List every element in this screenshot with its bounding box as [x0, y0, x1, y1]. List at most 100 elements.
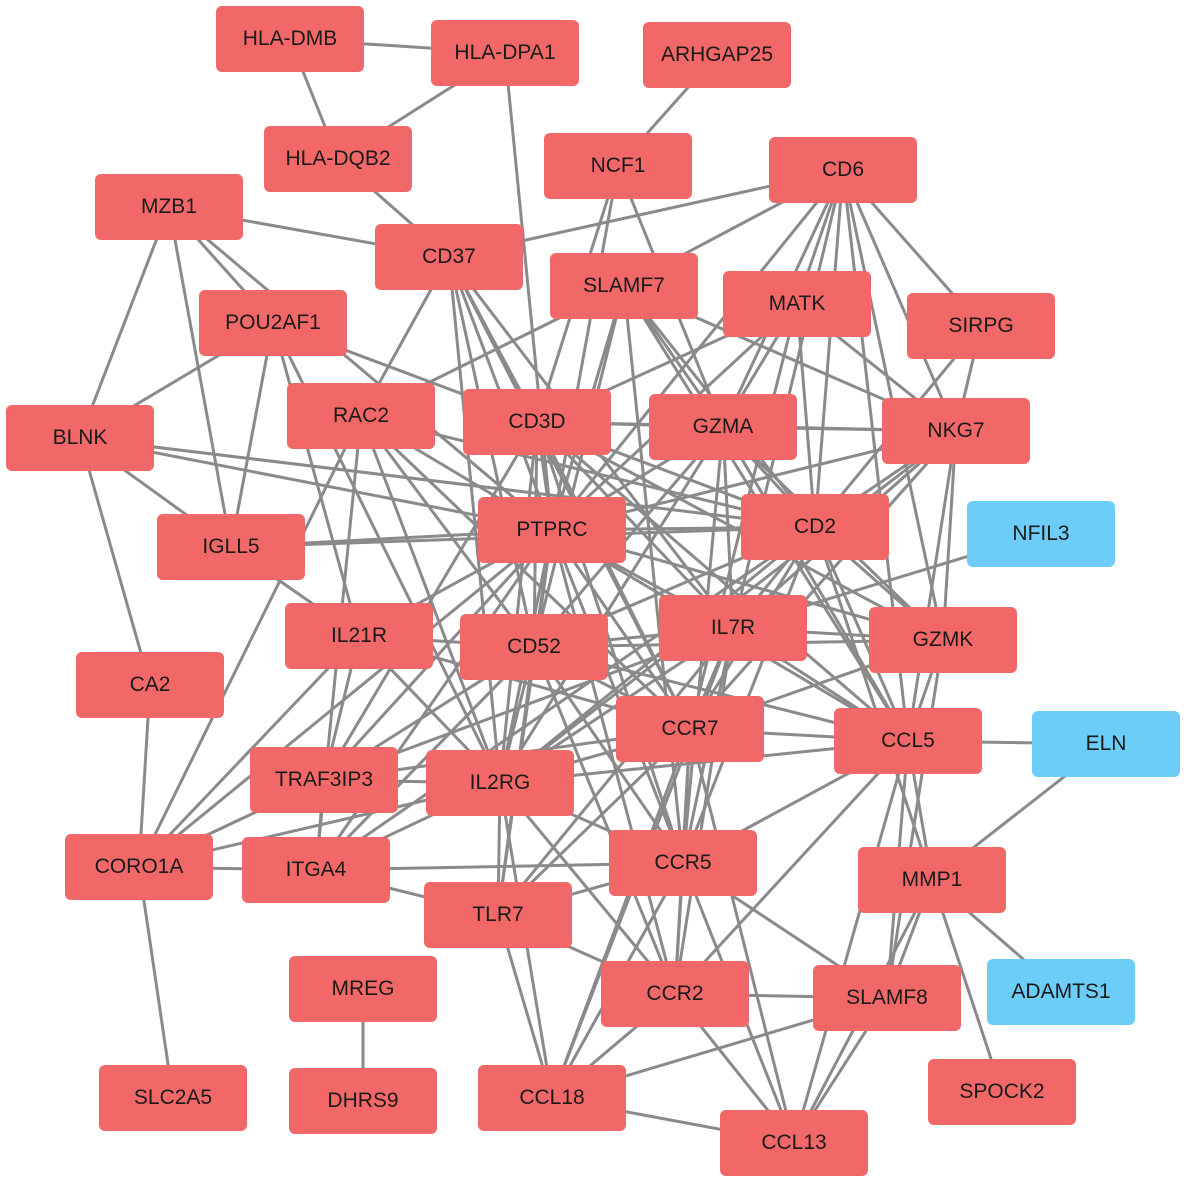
edge-cd6-cd2	[813, 169, 845, 528]
node-hla-dqb2[interactable]: HLA-DQB2	[264, 126, 412, 192]
node-label: HLA-DMB	[242, 27, 338, 50]
node-label: BLNK	[52, 426, 108, 449]
edge-coro1a-slc2a5	[137, 866, 175, 1099]
node-cd3d[interactable]: CD3D	[463, 389, 611, 455]
edge-il7r-ccr2	[673, 627, 735, 995]
node-cd2[interactable]: CD2	[741, 494, 889, 560]
node-ccl18[interactable]: CCL18	[478, 1065, 626, 1131]
node-label: ITGA4	[285, 858, 347, 881]
node-nkg7[interactable]: NKG7	[882, 398, 1030, 464]
node-matk[interactable]: MATK	[723, 271, 871, 337]
node-label: CD3D	[508, 410, 566, 433]
node-traf3ip3[interactable]: TRAF3IP3	[250, 747, 398, 813]
edge-mmp1-spock2	[930, 879, 1004, 1093]
node-sirpg[interactable]: SIRPG	[907, 293, 1055, 359]
node-label: NCF1	[590, 154, 646, 177]
edge-nkg7-ccr7	[688, 430, 958, 730]
node-il7r[interactable]: IL7R	[659, 595, 807, 661]
node-label: CCL5	[881, 729, 935, 752]
edge-cd52-ccr2	[532, 646, 677, 995]
node-label: TLR7	[472, 903, 524, 926]
edge-gzmk-slamf8	[885, 639, 945, 999]
node-label: CORO1A	[94, 855, 184, 878]
edge-mzb1-blnk	[78, 206, 171, 439]
node-gzmk[interactable]: GZMK	[869, 607, 1017, 673]
node-ccr2[interactable]: CCR2	[601, 961, 749, 1027]
node-ptprc[interactable]: PTPRC	[478, 497, 626, 563]
node-cd6[interactable]: CD6	[769, 137, 917, 203]
edge-cd37-il2rg	[447, 256, 502, 784]
node-slamf8[interactable]: SLAMF8	[813, 965, 961, 1031]
edge-mzb1-ptprc	[168, 205, 553, 532]
node-il2rg[interactable]: IL2RG	[426, 750, 574, 816]
node-label: GZMK	[912, 628, 974, 651]
edge-cd3d-ccl5	[536, 420, 909, 743]
edge-gzma-cd52	[532, 426, 725, 648]
node-hla-dmb[interactable]: HLA-DMB	[216, 6, 364, 72]
edge-blnk-ca2	[78, 437, 152, 686]
node-ccr5[interactable]: CCR5	[609, 830, 757, 896]
node-label: HLA-DQB2	[285, 147, 391, 170]
node-label: SIRPG	[948, 314, 1014, 337]
node-label: ELN	[1085, 732, 1127, 755]
edge-ptprc-ccr7	[550, 529, 692, 730]
node-label: SPOCK2	[959, 1080, 1045, 1103]
node-eln[interactable]: ELN	[1032, 711, 1180, 777]
node-coro1a[interactable]: CORO1A	[65, 834, 213, 900]
node-mzb1[interactable]: MZB1	[95, 174, 243, 240]
node-label: RAC2	[332, 404, 390, 427]
node-label: TRAF3IP3	[274, 768, 374, 791]
edge-nkg7-gzmk	[941, 430, 958, 641]
node-igll5[interactable]: IGLL5	[157, 514, 305, 580]
node-label: MZB1	[140, 195, 197, 218]
node-ncf1[interactable]: NCF1	[544, 133, 692, 199]
edge-ptprc-coro1a	[138, 528, 553, 869]
node-slc2a5[interactable]: SLC2A5	[99, 1065, 247, 1131]
node-label: CD52	[507, 635, 561, 658]
node-mmp1[interactable]: MMP1	[858, 847, 1006, 913]
node-ccr7[interactable]: CCR7	[616, 696, 764, 762]
node-cd37[interactable]: CD37	[375, 224, 523, 290]
edge-cd6-nkg7	[841, 169, 958, 432]
node-label: IL21R	[330, 624, 388, 647]
edge-cd52-itga4	[314, 645, 536, 872]
edge-slamf7-ccr5	[622, 285, 685, 864]
node-label: PTPRC	[516, 518, 588, 541]
node-slamf7[interactable]: SLAMF7	[550, 253, 698, 319]
node-label: HLA-DPA1	[454, 41, 556, 64]
node-label: ARHGAP25	[660, 43, 774, 66]
edge-il21r-coro1a	[137, 634, 361, 869]
node-spock2[interactable]: SPOCK2	[928, 1059, 1076, 1125]
node-gzma[interactable]: GZMA	[649, 394, 797, 460]
node-cd52[interactable]: CD52	[460, 614, 608, 680]
node-label: MMP1	[901, 868, 963, 891]
node-hla-dpa1[interactable]: HLA-DPA1	[431, 20, 579, 86]
edge-ccl5-ccr2	[673, 739, 910, 996]
node-arhgap25[interactable]: ARHGAP25	[643, 22, 791, 88]
node-label: CD37	[422, 245, 476, 268]
node-blnk[interactable]: BLNK	[6, 405, 154, 471]
node-nfil3[interactable]: NFIL3	[967, 501, 1115, 567]
node-mreg[interactable]: MREG	[289, 956, 437, 1022]
node-adamts1[interactable]: ADAMTS1	[987, 959, 1135, 1025]
edge-cd2-itga4	[315, 525, 816, 872]
node-itga4[interactable]: ITGA4	[242, 837, 390, 903]
edge-matk-cd2	[795, 303, 817, 528]
edge-mzb1-igll5	[167, 206, 233, 548]
node-dhrs9[interactable]: DHRS9	[289, 1068, 437, 1134]
node-label: SLC2A5	[133, 1086, 213, 1109]
node-label: DHRS9	[327, 1089, 399, 1112]
edge-ccl5-ccl13	[792, 740, 910, 1144]
node-ca2[interactable]: CA2	[76, 652, 224, 718]
node-pou2af1[interactable]: POU2AF1	[199, 290, 347, 356]
node-rac2[interactable]: RAC2	[287, 383, 435, 449]
edge-pou2af1-igll5	[229, 322, 275, 548]
edge-gzma-il2rg	[498, 426, 725, 784]
node-ccl13[interactable]: CCL13	[720, 1110, 868, 1176]
node-tlr7[interactable]: TLR7	[424, 882, 572, 948]
node-il21r[interactable]: IL21R	[285, 603, 433, 669]
node-label: IL2RG	[469, 771, 531, 794]
node-ccl5[interactable]: CCL5	[834, 708, 982, 774]
edge-ccl13-ccr7	[688, 728, 796, 1144]
